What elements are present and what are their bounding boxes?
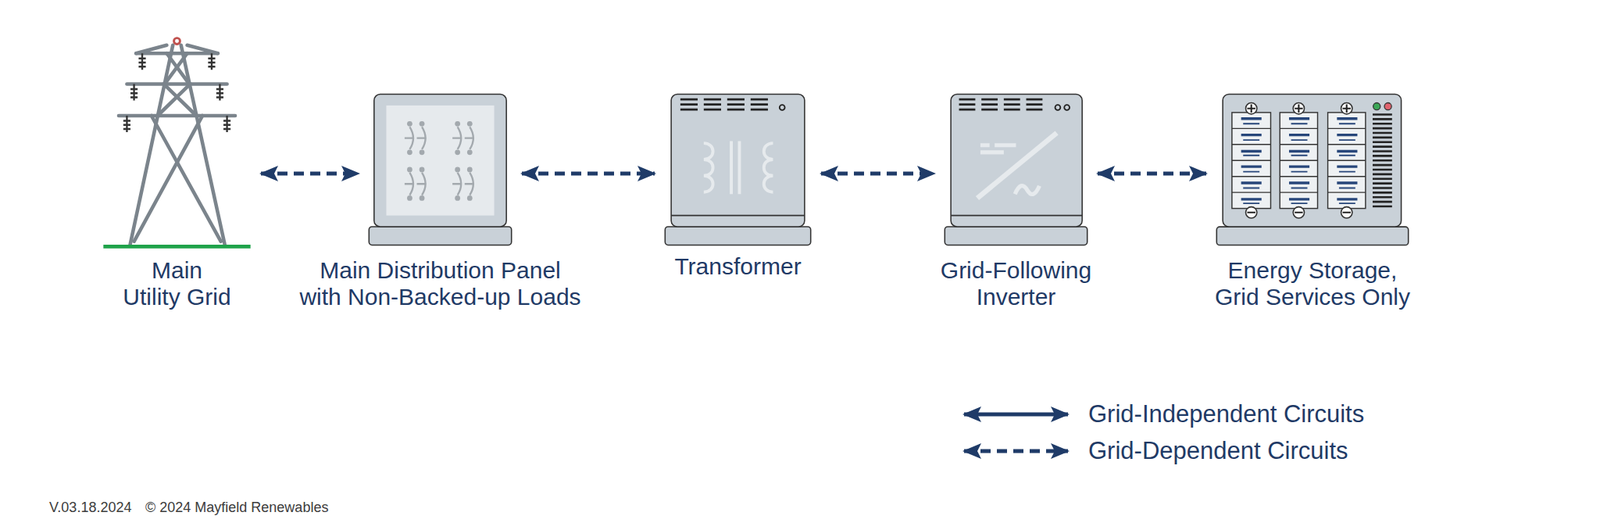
footer-text: V.03.18.2024 [49,498,132,516]
device-label: Transformer [674,253,801,280]
legend-text: Grid-Independent Circuits [1088,399,1365,429]
inverter-icon [943,92,1089,247]
device-label: Energy Storage, Grid Services Only [1187,257,1438,311]
device-node: Grid-Following Inverter [943,92,1089,247]
legend-sample-dashed [964,449,1068,454]
legend-sample-solid [964,412,1068,417]
storage-icon [1215,92,1410,247]
device-node: Main Distribution Panel with Non-Backed-… [367,92,513,247]
dashed-connector [821,171,935,176]
device-node: Main Utility Grid [102,35,252,249]
dashed-connector [260,171,359,176]
legend-text: Grid-Dependent Circuits [1088,435,1349,466]
device-label: Main Utility Grid [99,257,256,311]
device-label: Grid-Following Inverter [914,257,1118,311]
device-label: Main Distribution Panel with Non-Backed-… [276,257,605,311]
transformer-icon [664,92,812,247]
device-node: Energy Storage, Grid Services Only [1215,92,1410,247]
footer-text: © 2024 Mayfield Renewables [145,498,329,516]
panel-icon [367,92,513,247]
dashed-connector [1097,171,1207,176]
tower-icon [102,35,252,249]
device-node: Transformer [664,92,812,247]
dashed-connector [521,171,655,176]
